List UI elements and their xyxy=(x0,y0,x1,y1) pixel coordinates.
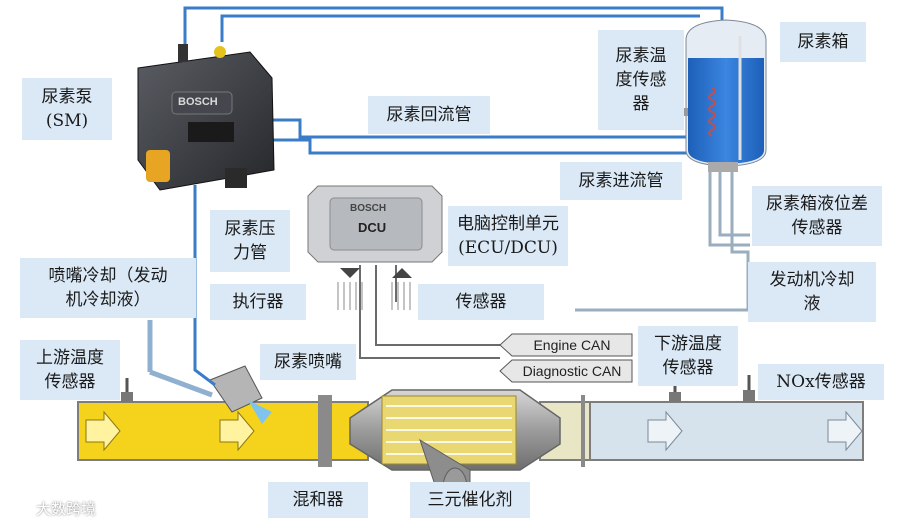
dcu-model-text: DCU xyxy=(358,220,387,235)
label-sensor: 传感器 xyxy=(418,284,544,320)
label-urea-pressure-line: 尿素压 力管 xyxy=(210,210,290,272)
nox-sensor xyxy=(743,375,755,402)
urea-injector xyxy=(147,320,272,424)
urea-lines xyxy=(183,6,724,387)
label-tank-temp-sensor: 尿素温 度传感 器 xyxy=(598,30,684,130)
label-engine-coolant: 发动机冷却 液 xyxy=(748,262,876,322)
engine-can-label: Engine CAN xyxy=(533,337,611,353)
label-urea-pump: 尿素泵 (SM) xyxy=(22,78,112,140)
watermark-text: 大数跨境 xyxy=(36,500,97,518)
dcu-image xyxy=(307,185,443,310)
label-nozzle-cooling: 喷嘴冷却（发动 机冷却液） xyxy=(20,258,196,318)
diagnostic-can-tag xyxy=(499,359,633,383)
dcu-brand-text: BOSCH xyxy=(350,203,387,214)
urea-pump-image xyxy=(137,44,275,191)
label-downstream-temp-sensor: 下游温度 传感器 xyxy=(638,326,738,386)
label-urea-nozzle: 尿素喷嘴 xyxy=(260,344,356,380)
pump-brand-text: BOSCH xyxy=(178,96,218,108)
label-three-way-catalyst: 三元催化剂 xyxy=(410,482,530,518)
label-actuator: 执行器 xyxy=(210,284,306,320)
label-urea-feed-line: 尿素进流管 xyxy=(560,162,682,200)
coolant-lines xyxy=(575,170,750,312)
label-mixer: 混和器 xyxy=(268,482,368,518)
label-nox-sensor: NOx传感器 xyxy=(758,364,884,400)
label-upstream-temp-sensor: 上游温度 传感器 xyxy=(20,340,120,400)
engine-can-tag xyxy=(499,333,633,357)
mixer xyxy=(318,395,332,467)
label-urea-return-line: 尿素回流管 xyxy=(368,96,490,134)
label-urea-tank: 尿素箱 xyxy=(780,22,866,62)
diagnostic-can-label: Diagnostic CAN xyxy=(522,363,622,379)
label-ecu-dcu: 电脑控制单元 (ECU/DCU) xyxy=(448,206,568,266)
watermark-logo xyxy=(12,496,32,516)
urea-tank-image xyxy=(676,19,767,172)
label-tank-level-sensor: 尿素箱液位差 传感器 xyxy=(752,186,882,246)
upstream-temp-sensor xyxy=(121,378,133,402)
catalytic-converter xyxy=(349,389,585,509)
signal-wires xyxy=(359,265,500,359)
